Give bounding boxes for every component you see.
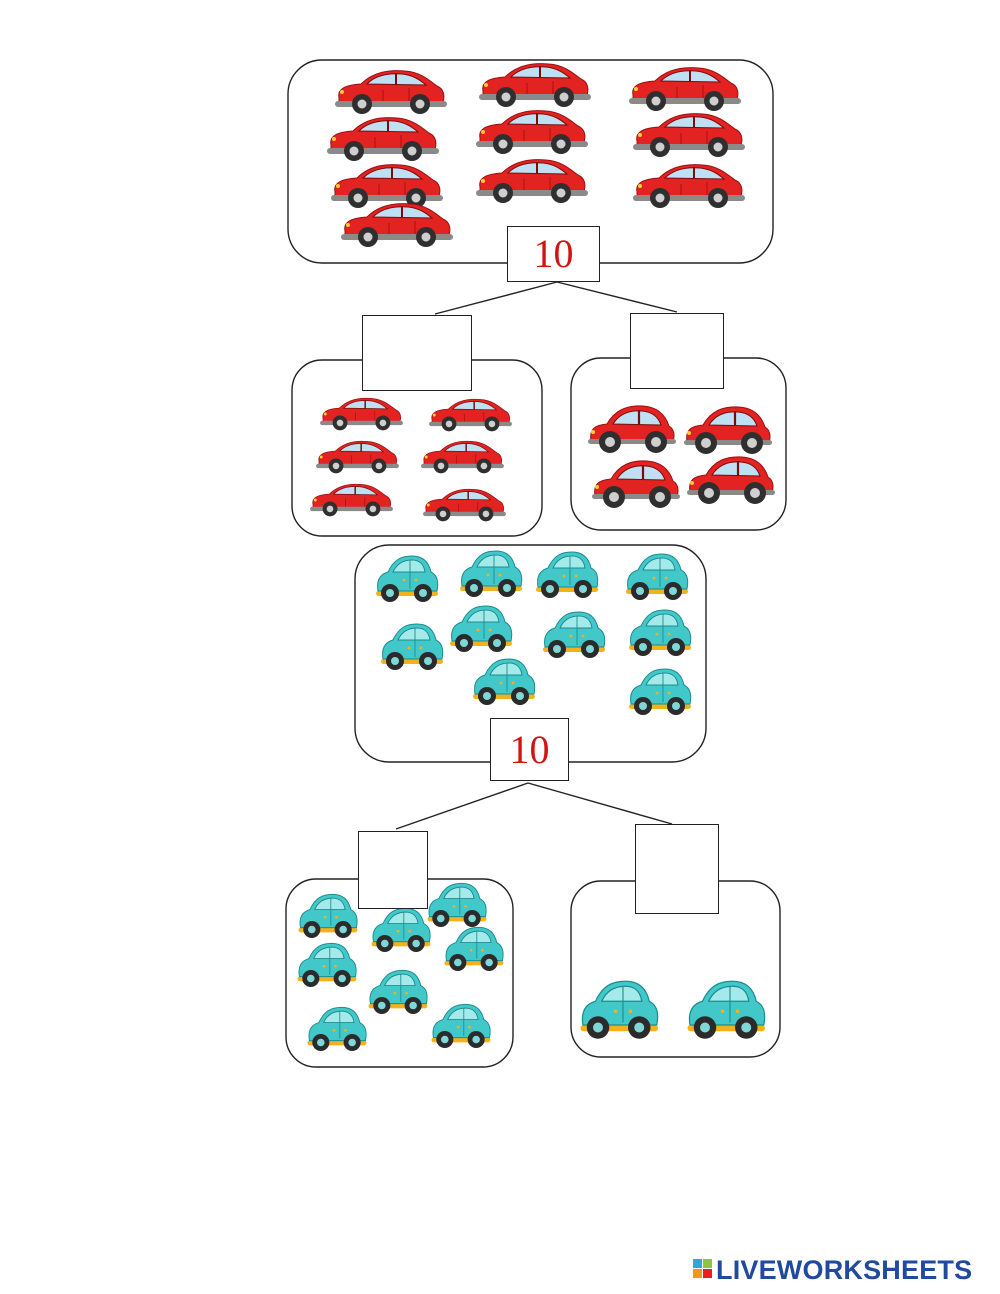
red-car-icon (309, 483, 394, 518)
red-total-box: 10 (507, 226, 600, 282)
liveworksheets-logo-icon (693, 1259, 712, 1278)
teal-car-icon (368, 969, 428, 1015)
teal-right-cars (579, 980, 766, 1040)
red-left-branch-line (434, 281, 558, 315)
teal-total-box: 10 (490, 718, 569, 781)
teal-car-icon (579, 980, 659, 1040)
red-car-icon (315, 440, 400, 475)
red-car-icon (632, 163, 746, 209)
red-whole-cars (326, 62, 746, 248)
teal-right-answer-input[interactable] (635, 824, 719, 914)
teal-car-icon (459, 550, 523, 598)
red-left-cars (309, 397, 513, 523)
teal-car-icon (628, 668, 692, 716)
red-car-icon (340, 202, 454, 248)
red-car-icon (685, 455, 777, 506)
teal-whole-cars (375, 550, 692, 716)
teal-car-icon (542, 611, 606, 659)
teal-left-answer-input[interactable] (358, 831, 428, 909)
teal-car-icon (431, 1003, 491, 1049)
teal-car-icon (449, 605, 513, 653)
teal-car-icon (380, 623, 444, 671)
teal-right-branch-line (527, 782, 673, 825)
red-car-icon (420, 440, 505, 475)
teal-car-icon (371, 907, 431, 953)
red-car-icon (628, 66, 742, 112)
brand-name: LIVEWORKSHEETS (716, 1254, 973, 1285)
red-left-answer-input[interactable] (362, 315, 472, 391)
teal-car-icon (444, 926, 504, 972)
red-car-icon (475, 158, 589, 204)
red-car-icon (334, 69, 448, 115)
red-car-icon (319, 397, 404, 432)
red-right-answer-input[interactable] (630, 313, 724, 389)
teal-car-icon (625, 553, 689, 601)
liveworksheets-brand[interactable]: LIVEWORKSHEETS (690, 1255, 972, 1285)
teal-car-icon (628, 609, 692, 657)
red-car-icon (478, 62, 592, 108)
red-car-icon (682, 405, 774, 456)
teal-car-icon (427, 882, 487, 928)
red-right-branch-line (556, 281, 678, 313)
teal-car-icon (307, 1006, 367, 1052)
teal-car-icon (686, 980, 766, 1040)
teal-car-icon (472, 658, 536, 706)
red-car-icon (326, 116, 440, 162)
teal-car-icon (297, 942, 357, 988)
teal-car-icon (535, 551, 599, 599)
red-right-cars (586, 404, 777, 510)
red-car-icon (475, 109, 589, 155)
red-car-icon (586, 404, 678, 455)
teal-left-branch-line (395, 782, 529, 830)
red-car-icon (422, 488, 507, 523)
red-car-icon (330, 163, 444, 209)
red-car-icon (632, 112, 746, 158)
red-car-icon (590, 459, 682, 510)
teal-car-icon (298, 893, 358, 939)
red-car-icon (428, 398, 513, 433)
teal-car-icon (375, 555, 439, 603)
